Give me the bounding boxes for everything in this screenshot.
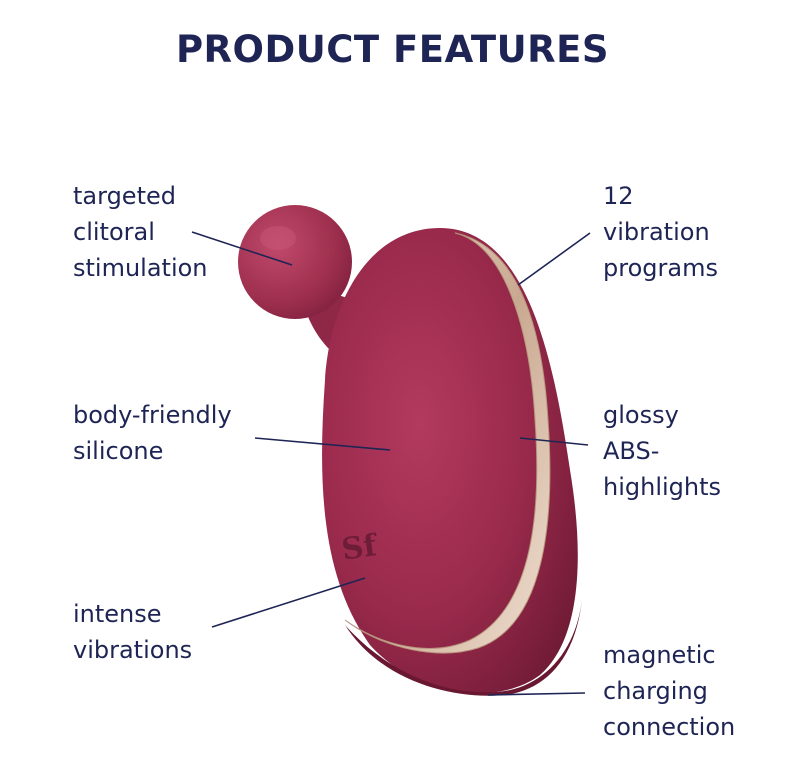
feature-line: programs bbox=[603, 254, 718, 282]
head-shine bbox=[260, 226, 296, 250]
feature-line: glossy bbox=[603, 401, 679, 429]
feature-line: highlights bbox=[603, 473, 722, 501]
leader-line-charging bbox=[487, 692, 586, 696]
feature-line: connection bbox=[603, 713, 736, 741]
feature-line: body-friendly bbox=[73, 401, 232, 429]
abs-highlight-band bbox=[344, 232, 551, 654]
feature-line: clitoral bbox=[73, 218, 155, 246]
feature-targeted-stimulation: targeted clitoral stimulation bbox=[73, 178, 208, 286]
brand-logo: Sf bbox=[339, 528, 380, 568]
feature-line: targeted bbox=[73, 182, 176, 210]
feature-line: vibration bbox=[603, 218, 710, 246]
product-head bbox=[238, 205, 352, 319]
leader-line-silicone bbox=[254, 437, 391, 451]
product-base bbox=[345, 600, 582, 696]
feature-line: ABS- bbox=[603, 437, 660, 465]
feature-line: 12 bbox=[603, 182, 634, 210]
feature-line: stimulation bbox=[73, 254, 208, 282]
page-title: PRODUCT FEATURES bbox=[175, 28, 610, 71]
feature-line: vibrations bbox=[73, 636, 193, 664]
leader-line-programs bbox=[517, 232, 591, 286]
feature-line: intense bbox=[73, 600, 162, 628]
feature-intense-vibrations: intense vibrations bbox=[73, 596, 192, 668]
feature-body-friendly-silicone: body-friendly silicone bbox=[73, 397, 232, 469]
leader-line-targeted bbox=[191, 231, 293, 266]
feature-line: charging bbox=[603, 677, 708, 705]
leader-line-abs bbox=[519, 437, 589, 446]
feature-line: magnetic bbox=[603, 641, 716, 669]
feature-magnetic-charging: magnetic charging connection bbox=[603, 637, 735, 745]
feature-vibration-programs: 12 vibration programs bbox=[603, 178, 718, 286]
feature-glossy-abs: glossy ABS- highlights bbox=[603, 397, 721, 505]
feature-line: silicone bbox=[73, 437, 164, 465]
leader-line-vibrations bbox=[211, 577, 366, 628]
product-body bbox=[322, 228, 578, 694]
